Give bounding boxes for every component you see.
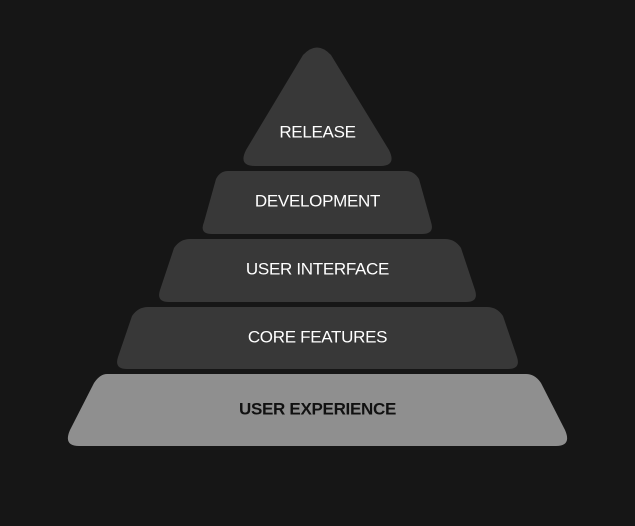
tier-core-features-shape <box>117 307 518 369</box>
tier-development-shape <box>202 171 432 234</box>
tier-core-features: CORE FEATURES <box>117 307 518 369</box>
tier-user-experience-shape <box>67 374 568 446</box>
tier-user-experience: USER EXPERIENCE <box>67 374 568 446</box>
tier-user-interface-label: USER INTERFACE <box>246 259 389 278</box>
tier-user-experience-label: USER EXPERIENCE <box>239 399 396 418</box>
tier-release-shape <box>243 47 392 166</box>
tier-user-interface: USER INTERFACE <box>159 239 476 302</box>
tier-development-label: DEVELOPMENT <box>255 191 380 210</box>
tier-core-features-label: CORE FEATURES <box>248 327 387 346</box>
tier-development: DEVELOPMENT <box>202 171 432 234</box>
tier-user-interface-shape <box>159 239 476 302</box>
tier-release: RELEASE <box>243 47 392 166</box>
tier-release-label: RELEASE <box>279 122 355 141</box>
